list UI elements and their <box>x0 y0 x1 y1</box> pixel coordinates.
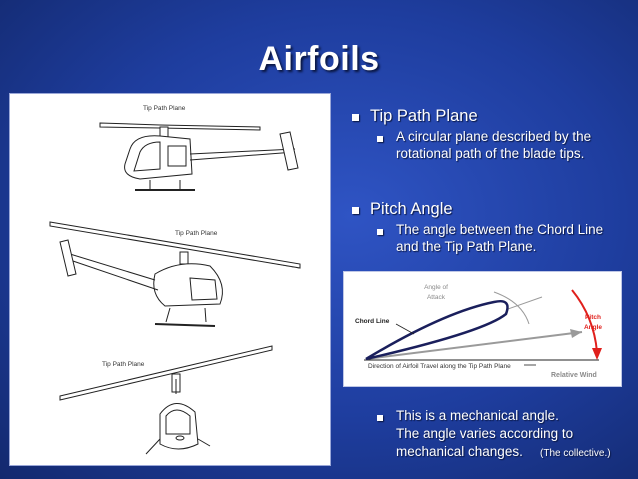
mechanical-angle-line-2: The angle varies according to <box>396 426 574 441</box>
tip-path-plane-label-3: Tip Path Plane <box>102 361 145 368</box>
pitch-angle-line-1: Pitch <box>585 314 601 321</box>
tip-path-plane-label-1: Tip Path Plane <box>143 105 186 112</box>
direction-of-travel-label: Direction of Airfoil Travel along the Ti… <box>368 363 511 370</box>
airfoil-pitch-diagram: Angle of Attack Chord Line Pitch Angle D… <box>343 271 622 387</box>
pitch-angle-line-2: Angle <box>583 324 603 331</box>
chord-line-pointer <box>395 323 415 335</box>
sub-bullet-tip-path-plane-line-2: rotational path of the blade tips. <box>396 146 585 161</box>
bullet-pitch-angle: Pitch Angle <box>370 200 453 218</box>
collective-note: (The collective.) <box>540 448 611 459</box>
sub-bullet-tip-path-plane-line-1: A circular plane described by the <box>396 129 592 144</box>
sub-bullet-square-icon <box>377 136 383 142</box>
helicopter-illustration-panel: Tip Path Plane Tip Path Plane Tip Path P… <box>9 93 331 466</box>
angle-of-attack-label: Angle of Attack <box>416 283 456 303</box>
relative-wind-label: Relative Wind <box>551 372 597 379</box>
sub-bullet-square-icon <box>377 229 383 235</box>
mechanical-angle-line-3: mechanical changes. <box>396 444 523 459</box>
sub-bullet-square-icon <box>377 415 383 421</box>
airfoil-diagram-drawing <box>364 289 602 366</box>
bullet-tip-path-plane: Tip Path Plane <box>370 107 478 125</box>
sub-bullet-pitch-angle-line-1: The angle between the Chord Line <box>396 222 604 237</box>
angle-of-attack-line-1: Angle of <box>424 284 448 291</box>
pitch-angle-label: Pitch Angle <box>575 313 611 333</box>
slide-title: Airfoils <box>258 40 380 78</box>
bullet-square-icon <box>352 114 359 121</box>
pitch-angle-arc <box>571 289 598 353</box>
angle-of-attack-arc <box>493 291 530 325</box>
tip-path-plane-label-2: Tip Path Plane <box>175 230 218 237</box>
bullet-square-icon <box>352 207 359 214</box>
sub-bullet-pitch-angle-line-2: and the Tip Path Plane. <box>396 239 537 254</box>
relative-wind-arrowhead <box>570 329 582 338</box>
relative-wind-line <box>365 331 583 360</box>
mechanical-angle-line-1: This is a mechanical angle. <box>396 408 559 423</box>
pitch-angle-arrowhead <box>592 348 602 360</box>
helicopter-drawings <box>49 122 301 455</box>
angle-of-attack-line-2: Attack <box>426 294 446 301</box>
airfoil-shape <box>365 300 509 361</box>
chord-line-label: Chord Line <box>355 318 390 325</box>
